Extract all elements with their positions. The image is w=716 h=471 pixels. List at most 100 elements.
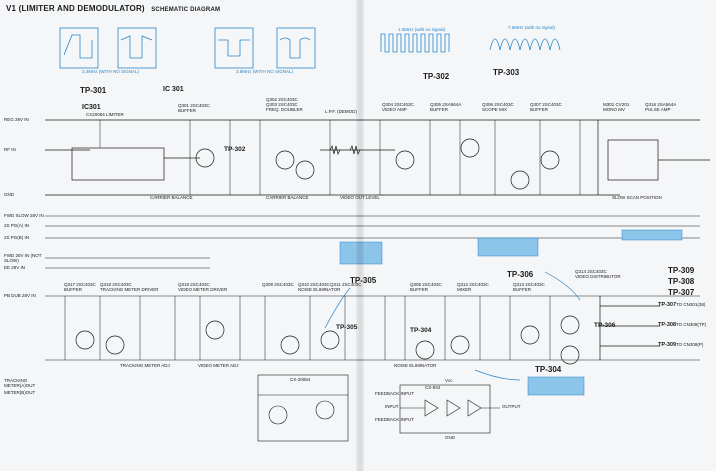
tp-305-label-b: TP-305 [336,324,358,331]
waveform-sine-train [489,38,561,51]
waveform-square-train [380,33,450,53]
output-cn301: TO CN301(38) [676,302,706,307]
input-2spg-a: 2S PG(A) IN [4,223,30,228]
waveform-block-bottom [527,376,585,396]
waveform-group-top [59,27,561,69]
waveform-block-center [339,241,383,265]
section-video-out-level: VIDEO OUT LEVEL [340,195,380,200]
stage-ic301: CX20084 LIMITER [86,112,124,117]
cx934-fb-input-2: FEEDBACK INPUT [375,417,415,422]
rails-top [45,119,710,196]
waveform-1-trace [63,34,93,59]
page-title: V1 (LIMITER AND DEMODULATOR) SCHEMATIC D… [6,4,220,13]
waveform-leaders [324,271,581,381]
input-reg28v: REG 28V IN [4,117,29,122]
ic301-label-b: IC 301 [163,86,184,93]
subdiagram-cx20084 [257,374,349,442]
tp-302-label-a: TP-302 [224,146,246,153]
waveform-3-trace [218,39,250,57]
output-cn308-tp: TO CN308(TP) [676,322,707,327]
stage-q311: Q311 2SC403C [330,282,362,287]
title-main: V1 (LIMITER AND DEMODULATOR) [6,4,145,13]
stage-q309: Q309 2SC403C [262,282,294,287]
section-lpf: L.P.F. (DEMOD) [325,109,357,114]
tp-308-label-b: TP-308 [658,322,677,328]
tp-304-label-b: TP-304 [535,365,562,374]
input-fwd-slow: FWD SLOW 28V IN [4,213,44,218]
waveform-2-trace [120,35,153,59]
tp-303-label: TP-303 [493,68,520,77]
input-rf: RF IN [4,147,16,152]
tp-306-label-b: TP-306 [594,322,616,329]
tp-308-label-a: TP-308 [668,277,695,286]
tp-307-label-b: TP-307 [658,302,677,308]
subdiagram-cx20084-name: CX-20084 [290,377,311,382]
tp-307-label-a: TP-307 [668,288,695,297]
section-carrier-balance-1: CARRIER BALANCE [150,195,193,200]
input-fwd28v: FWD 28V IN (NOT SLOW) [4,253,42,263]
tp-302-label-b: TP-302 [423,72,450,81]
tp-301-label: TP-301 [80,86,107,95]
wave-label-2: 3.8MHz (WITH NO SIGNAL) [236,69,294,74]
output-cn308-p: TO CN308(P) [676,342,704,347]
tp-305-label-a: TP-305 [350,276,377,285]
section-tracking-meter-adj: TRACKING METER ADJ [120,363,170,368]
input-2spg-b: 2S PG(B) IN [4,235,30,240]
cx934-fb-input-1: FEEDBACK INPUT [375,391,415,396]
waveform-3-frame [214,27,254,69]
tp-306-label-a: TP-306 [507,270,534,279]
section-slow-scan: SLOW SCAN POSITION [612,195,662,200]
section-video-meter-adj: VIDEO METER ADJ [198,363,239,368]
bus-middle [45,215,700,361]
section-carrier-balance-2: CARRIER BALANCE [266,195,309,200]
wave-label-4: 7.6MHz (with no signal) [508,25,556,30]
cx934-output: OUTPUT [502,404,521,409]
cx934-input: INPUT [385,404,399,409]
waveform-block-right1 [477,237,539,257]
input-ee28v: EE 28V IN [4,265,26,270]
wave-label-3: 1.0MHz (with no signal) [398,27,446,32]
tp-309-label-b: TP-309 [658,342,677,348]
output-tracking-a: TRACKING METER(A)OUT [4,378,36,388]
input-gnd: GND [4,192,14,197]
tp-304-label-a: TP-304 [410,327,432,334]
waveform-4-trace [279,37,311,59]
output-meter-b: METER(B)OUT [4,390,36,395]
transistors-bottom [75,296,660,365]
title-sub: SCHEMATIC DIAGRAM [151,7,221,13]
waveform-block-right2 [621,229,683,241]
waveform-1-frame [59,27,99,69]
tp-309-label-a: TP-309 [668,266,695,275]
waveform-blocks [339,229,683,396]
subdiagram-cx934 [399,384,500,434]
cx934-vcc: Vcc [445,378,453,383]
verticals-bottom [64,296,551,360]
verticals-top [99,120,581,195]
section-noise-eliminator: NOISE ELIMINATOR [394,363,437,368]
subdiagram-cx934-name: CX-934 [425,385,441,390]
page-fold [356,0,364,471]
ic301-label-a: IC301 [82,104,101,111]
waveform-2-frame [117,27,157,69]
waveform-4-frame [276,27,316,69]
input-pbdub28v: PB DUB 28V IN [4,293,36,298]
wave-label-1: 3.4MHz (WITH NO SIGNAL) [82,69,140,74]
